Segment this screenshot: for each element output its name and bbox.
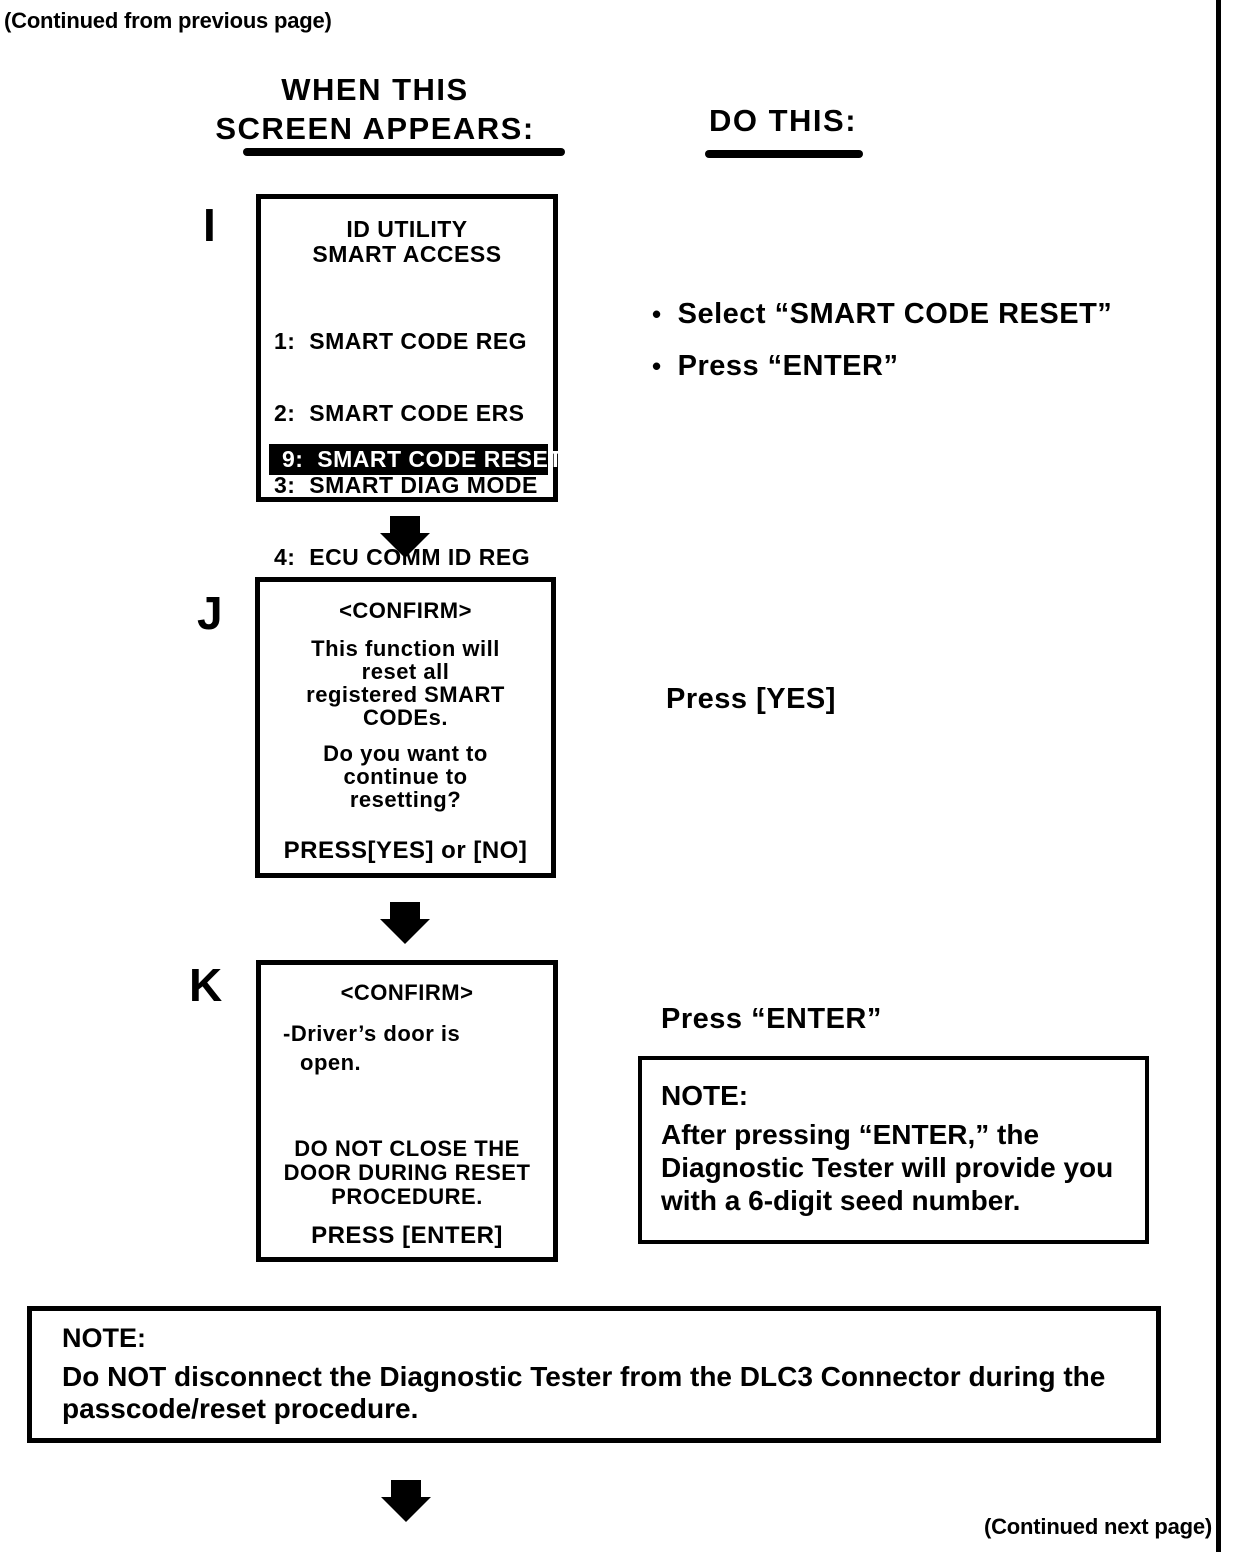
- instruction-text: Press “ENTER”: [677, 349, 899, 382]
- screen-k-footer: PRESS [ENTER]: [311, 1222, 503, 1249]
- note-body: After pressing “ENTER,” the Diagnostic T…: [661, 1118, 1113, 1217]
- screen-text-line: This function will: [311, 636, 500, 661]
- tester-screen-i: ID UTILITY SMART ACCESS 1: SMART CODE RE…: [256, 194, 562, 569]
- screen-text-line: open.: [300, 1050, 362, 1075]
- screen-text-line: PROCEDURE.: [331, 1184, 483, 1209]
- note-title: NOTE:: [62, 1323, 146, 1353]
- screen-i-title: ID UTILITY SMART ACCESS: [261, 217, 553, 267]
- screen-text-line: DOOR DURING RESET: [283, 1160, 531, 1185]
- down-arrow-icon: [381, 1480, 431, 1522]
- screen-i-title-line2: SMART ACCESS: [312, 241, 502, 267]
- instruction-row: • Select “SMART CODE RESET”: [652, 288, 1112, 340]
- instruction-text: Select “SMART CODE RESET”: [677, 297, 1113, 330]
- continued-next-text: (Continued next page): [983, 1514, 1212, 1539]
- instruction-row: • Press “ENTER”: [652, 340, 1112, 392]
- down-arrow-icon: [380, 516, 430, 558]
- left-column-header: WHEN THIS SCREEN APPEARS:: [180, 70, 570, 148]
- continued-from-text: (Continued from previous page): [4, 8, 332, 33]
- left-header-underline: [243, 148, 565, 156]
- screen-k-title: <CONFIRM>: [340, 980, 474, 1005]
- screen-j-title: <CONFIRM>: [339, 598, 472, 623]
- screen-text-line: resetting?: [349, 787, 462, 812]
- note-line: Diagnostic Tester will provide you: [661, 1152, 1114, 1183]
- screen-k-warning: DO NOT CLOSE THE DOOR DURING RESET PROCE…: [261, 1137, 553, 1209]
- screen-i-title-line1: ID UTILITY: [346, 216, 468, 242]
- note-line: passcode/reset procedure.: [62, 1393, 419, 1424]
- down-arrow-icon: [380, 902, 430, 944]
- note-title: NOTE:: [661, 1080, 749, 1111]
- menu-item: 3: SMART DIAG MODE: [274, 472, 538, 498]
- tester-screen-j: <CONFIRM> This function will reset all r…: [255, 577, 556, 878]
- screen-text-line: CODEs.: [363, 705, 448, 730]
- left-column-header-line2: SCREEN APPEARS:: [215, 111, 535, 146]
- bullet-icon: •: [652, 298, 662, 329]
- right-header-underline: [705, 150, 863, 158]
- screen-k-status: -Driver’s door is open.: [283, 1019, 460, 1077]
- screen-text-line: -Driver’s door is: [283, 1021, 461, 1046]
- screen-j-paragraph2: Do you want to continue to resetting?: [260, 742, 551, 811]
- screen-j-paragraph1: This function will reset all registered …: [260, 637, 551, 729]
- note-line: After pressing “ENTER,” the: [661, 1119, 1040, 1150]
- step-k-instruction: Press “ENTER”: [661, 1003, 882, 1035]
- menu-item: 2: SMART CODE ERS: [274, 400, 525, 426]
- screen-text-line: DO NOT CLOSE THE: [294, 1136, 520, 1161]
- right-column-header: DO THIS:: [709, 103, 858, 138]
- left-column-header-line1: WHEN THIS: [281, 72, 469, 107]
- seed-number-note-box: NOTE: After pressing “ENTER,” the Diagno…: [638, 1056, 1149, 1244]
- screen-j-footer: PRESS[YES] or [NO]: [283, 837, 528, 864]
- page-edge-line: [1216, 0, 1221, 1552]
- step-label-k: K: [189, 959, 224, 1011]
- screen-text-line: registered SMART: [306, 682, 505, 707]
- note-line: Do NOT disconnect the Diagnostic Tester …: [62, 1361, 1106, 1392]
- screen-text-line: continue to: [343, 764, 468, 789]
- screen-text-line: reset all: [361, 659, 450, 684]
- note-body: Do NOT disconnect the Diagnostic Tester …: [62, 1361, 1105, 1425]
- step-label-j: J: [197, 587, 224, 639]
- screen-text-line: Do you want to: [323, 741, 488, 766]
- bullet-icon: •: [652, 350, 662, 381]
- step-i-instructions: • Select “SMART CODE RESET” • Press “ENT…: [652, 288, 1112, 392]
- highlighted-menu-item: 9: SMART CODE RESET: [269, 444, 562, 475]
- note-line: with a 6-digit seed number.: [661, 1185, 1021, 1216]
- tester-screen-k: <CONFIRM> -Driver’s door is open. DO NOT…: [256, 960, 558, 1262]
- menu-item: 1: SMART CODE REG: [274, 328, 528, 354]
- step-j-instruction: Press [YES]: [666, 683, 836, 715]
- disconnect-warning-note-box: NOTE: Do NOT disconnect the Diagnostic T…: [27, 1306, 1161, 1443]
- step-label-i: I: [203, 199, 217, 251]
